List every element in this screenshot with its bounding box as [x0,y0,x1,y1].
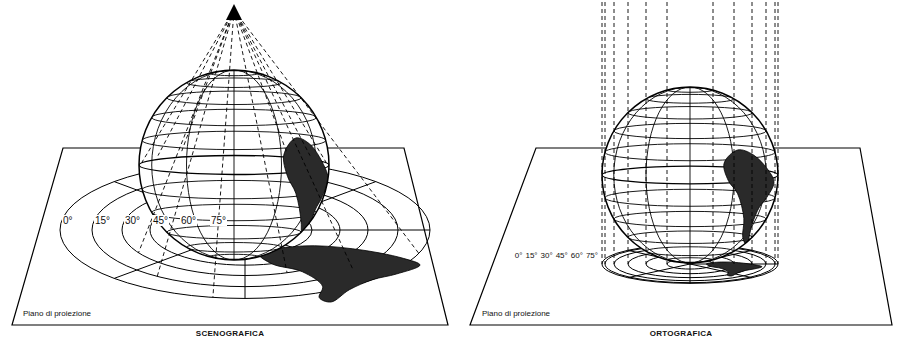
projection-ray [766,2,767,264]
projection-ray [667,2,668,264]
projection-ray [234,10,419,253]
globe-outline [139,70,329,260]
projection-ray [182,10,234,151]
continent-shape [259,246,420,302]
projection-ray [158,10,234,156]
projection-ray [138,10,234,253]
projection-ray [142,10,234,162]
globe-meridian [234,70,235,260]
projection-ray [602,2,603,264]
panel-caption: ORTOGRAFICA [649,330,714,339]
projection-ray [234,10,286,151]
latitude-label: 75° [210,215,227,226]
latitude-label: 75° [585,252,599,261]
projection-ray [734,2,735,264]
continent-shape [724,150,774,245]
latitude-label: 45° [152,215,169,226]
globe-fill [139,70,329,260]
projection-ray [234,10,326,162]
projection-ray [605,2,606,264]
latitude-label: 60° [570,252,584,261]
projection-ray [234,10,310,156]
projection-ray [775,2,776,264]
continent-shape [706,262,762,276]
globe-meridian [187,70,282,260]
meridian-line [690,264,691,283]
globe-meridian [690,87,691,263]
latitude-label: 0° [62,215,74,226]
projection-ray [752,2,753,264]
projection-ray [628,2,629,264]
globe-meridian [646,87,734,263]
projection-ray [234,10,353,270]
meridian-line [628,264,690,278]
latitude-label: 30° [124,215,141,226]
projection-ray [778,2,779,264]
continent-shape [283,138,328,258]
projection-ray [614,2,615,264]
latitude-label: 0° [514,252,524,261]
globe-grid [139,70,329,260]
latitude-label: 15° [94,215,111,226]
projection-ray [713,2,714,264]
scenographic-panel [12,4,448,325]
projection-point [226,4,242,20]
plane-label: Piano di proiezione [22,310,92,319]
projection-ray [157,10,234,276]
orthographic-panel [470,2,892,325]
plane-label: Piano di proiezione [481,310,551,319]
projection-ray [646,2,647,264]
projection-ray [234,10,287,273]
latitude-label: 15° [524,252,538,261]
panel-caption: SCENOGRAFICA [195,330,266,339]
latitude-label: 45° [555,252,569,261]
projection-ray [213,10,234,297]
latitude-label: 60° [180,215,197,226]
latitude-label: 30° [540,252,554,261]
